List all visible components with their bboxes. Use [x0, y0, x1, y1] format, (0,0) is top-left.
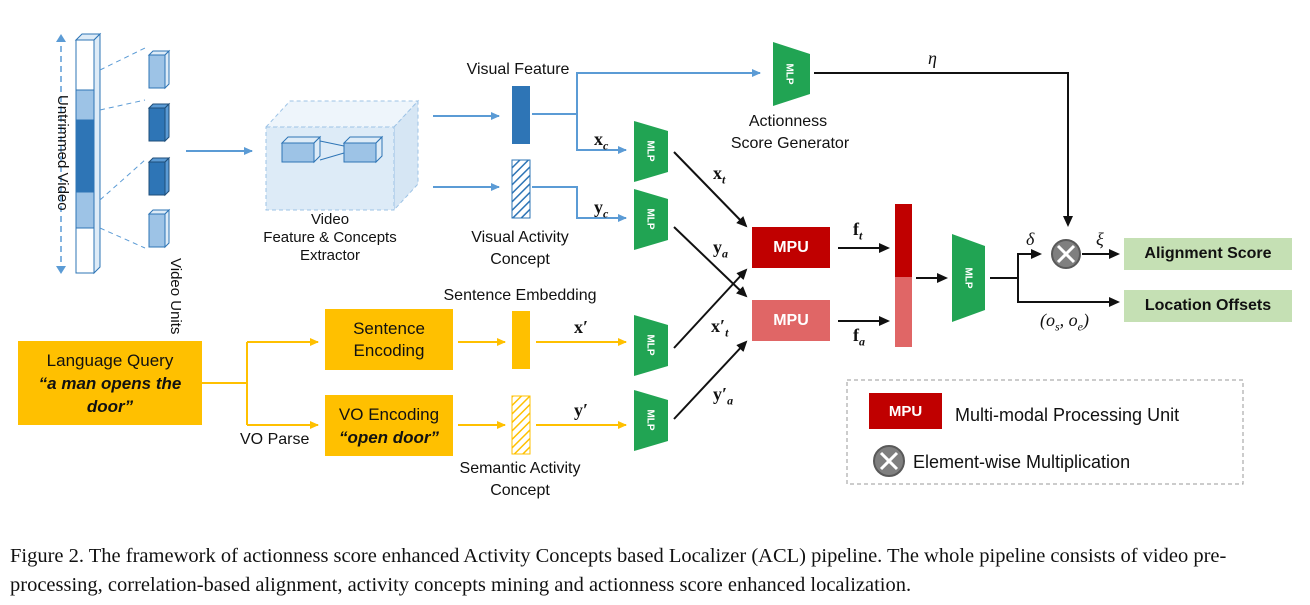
legend-mpu-swatch: [869, 393, 942, 429]
location-offsets-box: [1124, 290, 1292, 322]
mlp-semantic-label: MLP: [644, 409, 655, 430]
symbol-yc: yc: [594, 197, 609, 221]
symbol-xc: xc: [594, 129, 609, 153]
mlp-semantic: MLP: [634, 390, 668, 451]
vo-encoding-text: “open door”: [338, 427, 440, 447]
extractor-label-1: Video: [310, 211, 350, 228]
extractor-label-2: Feature & Concepts: [263, 229, 397, 246]
mlp-actionness: MLP: [773, 42, 810, 106]
vo-encoding-title: VO Encoding: [338, 404, 440, 424]
symbol-fa: fa: [853, 325, 865, 349]
legend-mpu-label: MPU: [888, 402, 923, 420]
mlp-visual-concept-label: MLP: [644, 208, 655, 229]
untrimmed-video-label: Untrimmed Video: [54, 95, 71, 211]
symbol-eta: η: [928, 48, 937, 68]
mlp-visual-concept: MLP: [634, 189, 668, 250]
multiply-node: [1051, 239, 1081, 269]
language-query-text: “a man opens the door”: [38, 373, 182, 416]
legend-mpu-text: Multi-modal Processing Unit: [955, 405, 1180, 425]
legend-multiply-icon: [873, 445, 905, 477]
semantic-concept-label-1: Semantic Activity: [459, 460, 581, 477]
figure-caption: Figure 2. The framework of actionness sc…: [10, 545, 1227, 596]
legend-mult-text: Element-wise Multiplication: [913, 452, 1131, 472]
visual-concept-label-2: Concept: [490, 251, 550, 268]
language-query-box: Language Query “a man opens the door”: [18, 341, 202, 425]
mlp-sentence: MLP: [634, 315, 668, 376]
symbol-ft: ft: [853, 219, 863, 243]
mpu-bottom-label: MPU: [773, 311, 809, 329]
sentence-embedding-label: Sentence Embedding: [443, 287, 597, 304]
mlp-final-label: MLP: [962, 267, 973, 288]
alignment-score-label: Alignment Score: [1144, 245, 1272, 262]
fused-feature-top: [895, 204, 912, 277]
actionness-label-1: Actionness: [748, 113, 828, 130]
symbol-xi: ξ: [1096, 229, 1104, 249]
language-query-title: Language Query: [46, 350, 174, 370]
location-offsets-label: Location Offsets: [1144, 297, 1272, 314]
symbol-yprime-a: y′a: [713, 384, 734, 408]
vo-parse-label: VO Parse: [240, 431, 310, 448]
mlp-actionness-label: MLP: [783, 63, 794, 84]
fused-feature-bottom: [895, 277, 912, 347]
visual-concept-label-1: Visual Activity: [471, 229, 569, 246]
semantic-concept-label-2: Concept: [490, 482, 550, 499]
video-units-label: Video Units: [167, 258, 184, 335]
sentence-embedding-bar: [512, 311, 530, 369]
pipeline-graphic: MLP MLP MLP MLP MLP MLP: [56, 32, 1292, 485]
vo-encoding-box: VO Encoding “open door”: [325, 395, 453, 456]
visual-concept-bar: [511, 159, 531, 219]
symbol-offsets: (os, oe): [1040, 310, 1089, 334]
feature-extractor-cube: [264, 99, 420, 212]
mlp-visual-feature-label: MLP: [644, 140, 655, 161]
mpu-top-label: MPU: [773, 238, 809, 256]
symbol-xprime-t: x′t: [711, 316, 729, 340]
mlp-visual-feature: MLP: [634, 121, 668, 182]
mpu-bottom: [752, 300, 830, 341]
sentence-encoding-box: Sentence Encoding: [325, 309, 453, 370]
semantic-concept-bar: [511, 395, 531, 455]
video-units: [147, 49, 171, 249]
symbol-delta: δ: [1026, 229, 1035, 249]
actionness-label-2: Score Generator: [730, 135, 850, 152]
symbol-ya: ya: [713, 237, 728, 261]
sentence-encoding-label: Sentence Encoding: [353, 318, 425, 360]
symbol-yprime: y′: [574, 400, 589, 420]
extractor-label-3: Extractor: [299, 247, 361, 264]
untrimmed-video-strip: [56, 32, 146, 275]
alignment-score-box: [1124, 238, 1292, 270]
symbol-xprime: x′: [574, 317, 589, 337]
symbol-xt: xt: [713, 163, 726, 187]
mlp-sentence-label: MLP: [644, 334, 655, 355]
visual-feature-label: Visual Feature: [466, 61, 570, 78]
visual-feature-bar: [512, 86, 530, 144]
mlp-final: MLP: [952, 234, 985, 322]
legend-frame: [846, 379, 1244, 485]
mpu-top: [752, 227, 830, 268]
